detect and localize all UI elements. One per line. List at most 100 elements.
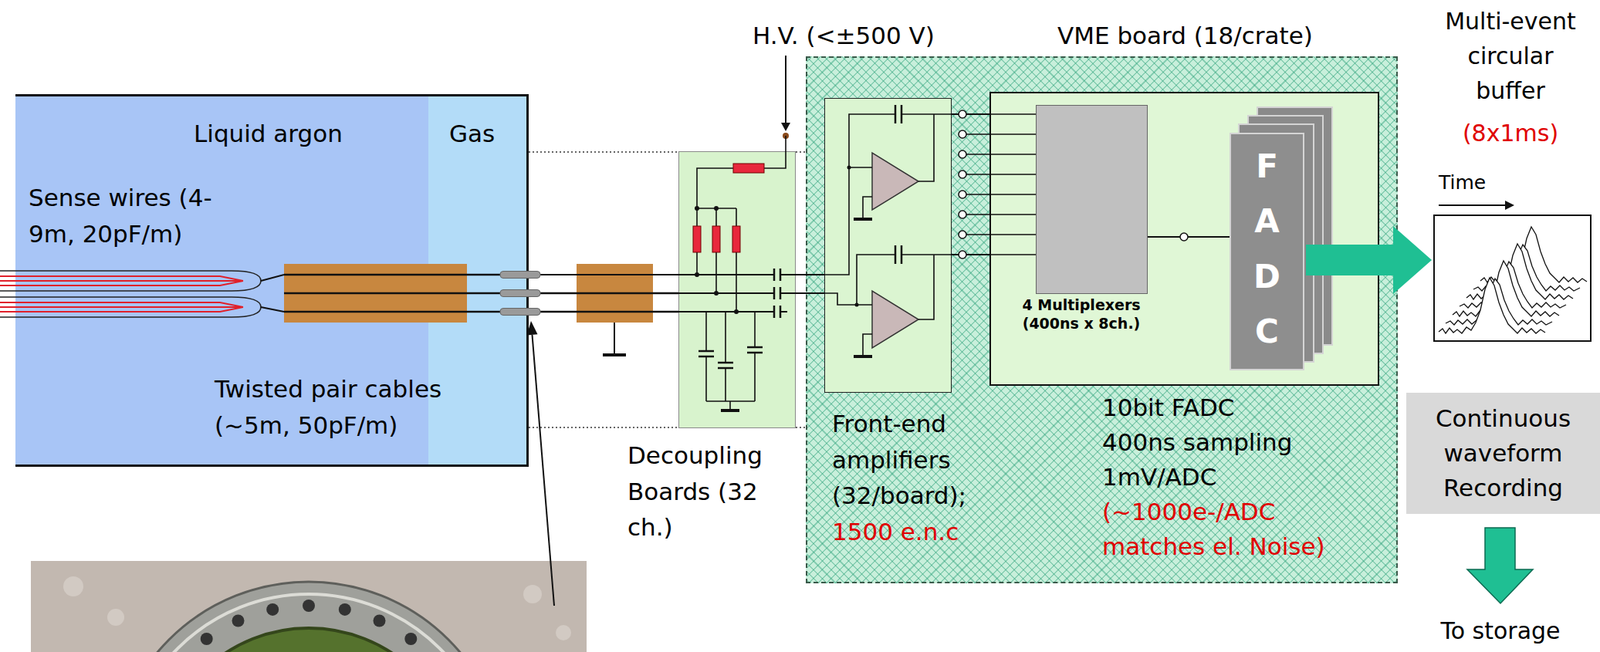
node-label: (8x1ms) [1433, 115, 1588, 151]
terminal-circle [958, 150, 967, 159]
feedthrough-photo [107, 608, 125, 626]
resistor-symbol [733, 163, 765, 173]
recording-box: Continuous waveform Recording [1406, 392, 1600, 515]
node-label: Decoupling Boards (32 ch.) [627, 437, 775, 546]
front-end-board: Front-end amplifiers (32/board);1500 e.n… [824, 98, 952, 393]
voltage-label: H.V. (<±500 V) [752, 21, 935, 51]
multiplexer-box: 4 Multiplexers (400ns x 8ch.) [1035, 104, 1148, 295]
multiplexer-inputs [966, 114, 1036, 255]
fadc-card: FADC [1229, 132, 1305, 371]
terminal-circle [958, 110, 1188, 259]
amplifier-circuit [824, 104, 952, 357]
node-label: Multi-event circular buffer [1433, 3, 1588, 109]
node-label: Time [1438, 171, 1590, 195]
decoupling-board: Decoupling Boards (32 ch.) [678, 151, 796, 429]
node-label: Front-end amplifiers (32/board); [832, 405, 991, 515]
terminal-circle [1180, 233, 1188, 241]
twisted-pair-cable [284, 263, 679, 356]
feedthrough-photo [232, 615, 245, 628]
cable-label: Twisted pair cables (~5m, 50pF/m) [214, 371, 454, 444]
decoupling-circuit [696, 135, 786, 312]
sense-wires [0, 276, 244, 312]
feedthrough-photo [200, 632, 214, 646]
node-label: (~1000e-/ADC matches el. Noise) [1102, 494, 1365, 565]
label-anchor: Twisted pair cables (~5m, 50pF/m) [214, 371, 454, 444]
ground-symbol [720, 409, 740, 413]
label-anchor: To storage [1423, 617, 1578, 646]
terminal-circle [958, 130, 967, 139]
flow-arrow [1305, 226, 1432, 295]
waveform-stack [1438, 277, 1546, 341]
signal-wire [951, 113, 990, 116]
node-label: Continuous waveform Recording [1406, 401, 1600, 506]
storage-label: To storage [1423, 617, 1578, 646]
pointer-arrow [532, 334, 555, 606]
node-label: 1500 e.n.c [832, 514, 991, 551]
pointer-arrow [527, 321, 538, 336]
node-label: FADC [1251, 138, 1284, 360]
twisted-pair-cable [284, 274, 679, 312]
node-label: 4 Multiplexers (400ns x 8ch.) [1000, 296, 1163, 334]
decoupling-circuit [678, 293, 775, 312]
waveform-stack [1438, 226, 1587, 341]
signal-wire [1147, 236, 1230, 238]
feedthrough-photo [266, 603, 279, 616]
storage-arrow [1467, 527, 1533, 604]
amplifier-circuit [824, 114, 952, 356]
feedthrough-photo [123, 594, 494, 652]
capacitor-symbol [774, 268, 781, 318]
node-label: VME board (18/crate) [1057, 21, 1397, 51]
label-anchor: H.V. (<±500 V) [752, 21, 935, 51]
resistor-symbol [712, 226, 721, 253]
feedthrough-pin [500, 290, 541, 298]
feedthrough-photo [111, 581, 507, 652]
time-axis-arrow [1438, 200, 1515, 210]
label-anchor: Sense wires (4-9m, 20pF/m) [28, 179, 230, 252]
feedthrough-pin [500, 308, 541, 316]
terminal-circle [958, 190, 967, 199]
feedthrough-photo [63, 576, 84, 597]
feedthrough-photo [555, 625, 572, 641]
decoupling-circuit [713, 206, 719, 211]
signal-wire [528, 273, 679, 276]
node-label: 10bit FADC 400ns sampling 1mV/ADC [1102, 390, 1311, 495]
feedthrough-photo [157, 628, 461, 652]
capacitor-symbol [895, 104, 902, 264]
node-label: Gas [449, 115, 527, 153]
node-label: Liquid argon [193, 115, 429, 153]
amplifier-symbol [872, 290, 919, 349]
amplifier-circuit [847, 165, 852, 170]
decoupling-circuit [706, 311, 755, 410]
terminal-circle [958, 250, 967, 259]
high-voltage-feed [784, 55, 787, 124]
terminal-circle [958, 230, 967, 239]
decoupling-circuit [678, 274, 796, 312]
feedthrough-pin [500, 271, 541, 279]
terminal-circle [958, 110, 967, 119]
signal-wire [795, 273, 825, 276]
feedthrough-photo [523, 585, 542, 604]
time-axis-arrow [1438, 204, 1506, 207]
zoom-guide-lines [528, 152, 806, 428]
resistor-symbol [732, 226, 741, 253]
zoom-guide-lines [528, 152, 806, 428]
feedthrough-photo [404, 632, 417, 646]
storage-arrow [1467, 527, 1533, 604]
ground-symbol [853, 219, 873, 357]
feedthrough-pin [500, 271, 541, 316]
feedthrough-photo [302, 599, 315, 613]
feedthrough-photo [338, 603, 352, 616]
amplifier-circuit [855, 303, 860, 308]
signal-wire [951, 253, 990, 256]
feedthrough-photo [30, 561, 587, 652]
wire-label: Sense wires (4-9m, 20pF/m) [28, 179, 230, 252]
twisted-pair-cable [613, 322, 616, 354]
time-axis-arrow [1505, 200, 1515, 210]
amplifier-symbol [872, 152, 919, 210]
high-voltage-feed [781, 55, 791, 139]
